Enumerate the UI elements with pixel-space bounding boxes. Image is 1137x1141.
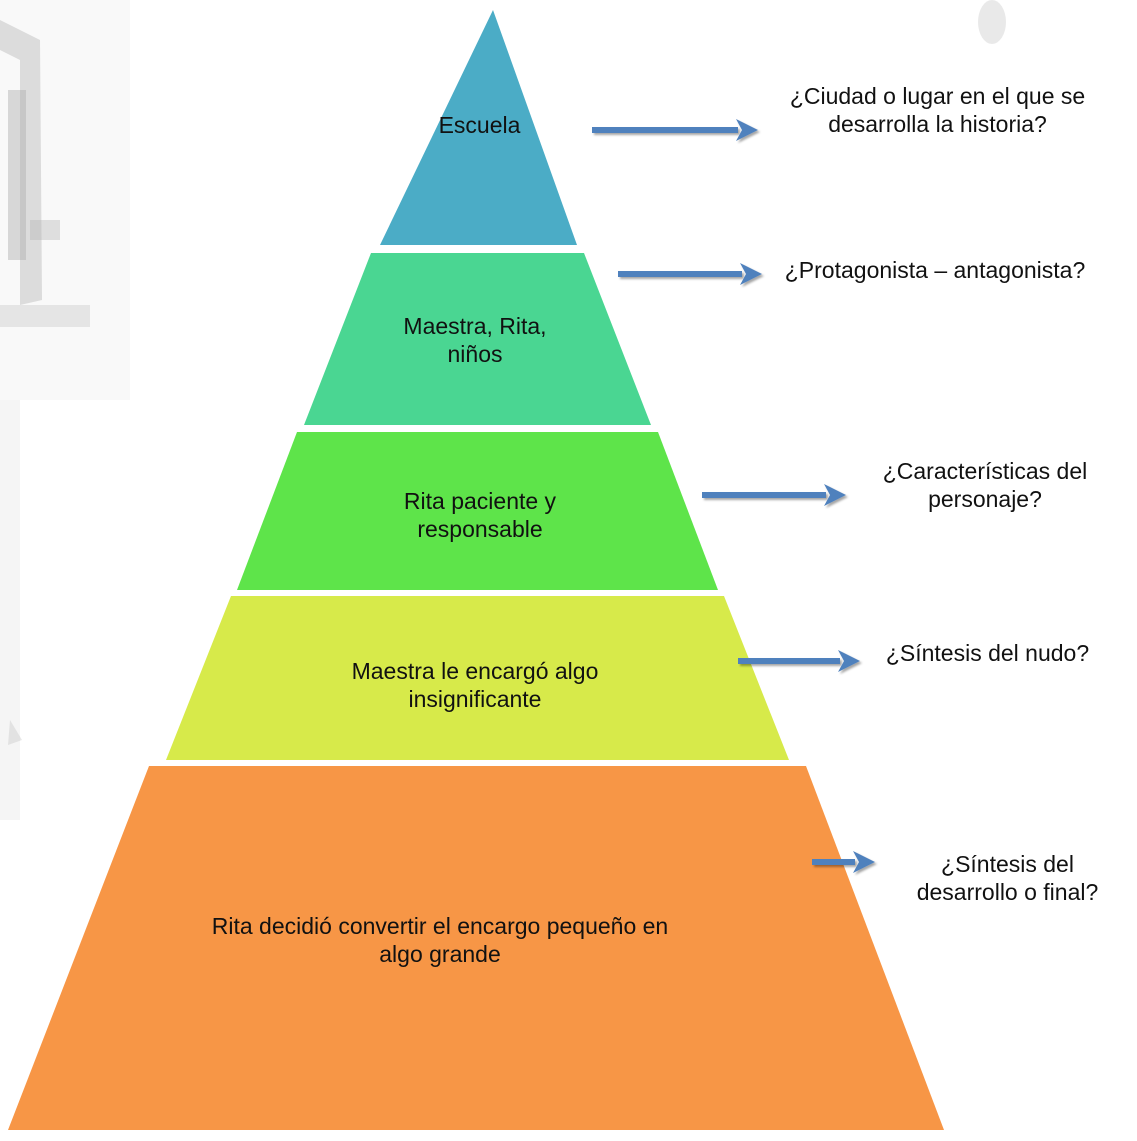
arrow-2 — [618, 263, 762, 285]
pyramid-tier-2 — [304, 253, 651, 425]
question-label-4: ¿Síntesis del nudo? — [845, 630, 1130, 675]
arrow-5 — [812, 851, 875, 873]
arrows — [592, 119, 875, 873]
question-label-line: ¿Características del — [882, 458, 1088, 484]
tier-label-line: insignificante — [408, 686, 542, 712]
question-label-line: ¿Síntesis del nudo? — [885, 639, 1090, 666]
pyramid-tier-1 — [380, 10, 577, 245]
tier-label-line: responsable — [417, 516, 543, 542]
pyramid-tier-5 — [8, 766, 944, 1130]
question-label-line: desarrolla la historia? — [828, 111, 1047, 137]
tier-label-line: algo grande — [379, 941, 501, 967]
question-label-line: ¿Ciudad o lugar en el que se — [789, 83, 1086, 109]
tier-label-line: Rita decidió convertir el encargo pequeñ… — [211, 913, 669, 939]
background-illustration — [0, 0, 1006, 745]
arrow-4 — [738, 650, 860, 672]
question-label-line: desarrollo o final? — [916, 878, 1099, 905]
tier-label-2: Maestra, Rita,niños — [320, 300, 630, 380]
tier-label-5: Rita decidió convertir el encargo pequeñ… — [60, 895, 820, 985]
tier-label-line: Maestra, Rita, — [403, 313, 547, 339]
pyramid-tiers — [8, 10, 944, 1130]
arrow-3 — [702, 484, 846, 506]
pyramid-tier-3 — [237, 432, 718, 590]
question-label-2: ¿Protagonista – antagonista? — [735, 250, 1135, 290]
tier-label-line: Rita paciente y — [403, 488, 557, 514]
arrow-1 — [592, 119, 758, 141]
question-label-line: ¿Protagonista – antagonista? — [784, 257, 1086, 283]
tier-label-1: Escuela — [382, 95, 577, 155]
tier-label-line: niños — [447, 341, 503, 367]
question-label-line: ¿Síntesis del — [941, 850, 1074, 877]
question-label-line: personaje? — [928, 486, 1042, 512]
pyramid-tier-4 — [166, 596, 789, 760]
tier-label-line: Maestra le encargó algo — [351, 658, 599, 684]
tier-label-line: Escuela — [438, 112, 521, 138]
